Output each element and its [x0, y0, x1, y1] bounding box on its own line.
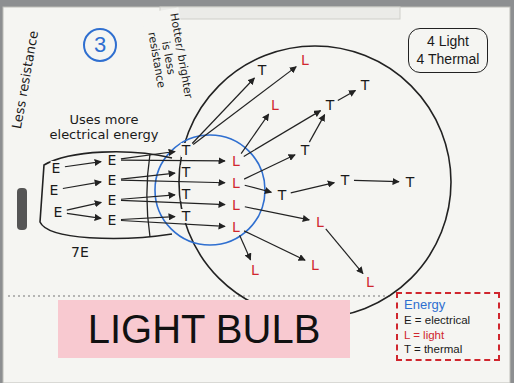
energy-letter: E: [107, 173, 118, 187]
title-banner: LIGHT BULB: [58, 300, 350, 358]
energy-letter: T: [181, 187, 192, 201]
energy-letter: T: [300, 143, 311, 157]
energy-arrow: [121, 151, 175, 158]
energy-letter: L: [315, 215, 325, 229]
energy-arrow: [121, 200, 225, 204]
node-text: 3: [94, 31, 106, 59]
energy-letter: L: [270, 98, 280, 112]
energy-arrow: [67, 202, 101, 210]
energy-arrow: [244, 111, 321, 157]
energy-letter: T: [340, 173, 351, 187]
energy-letter: E: [107, 213, 118, 227]
energy-arrow: [121, 173, 175, 179]
node-text: L = light: [404, 328, 492, 342]
dotted-divider: [8, 295, 392, 296]
node-text: T = thermal: [404, 342, 492, 356]
energy-arrow: [291, 183, 335, 193]
note-text: 7E: [69, 244, 91, 260]
energy-arrow: [121, 217, 175, 220]
energy-letter: T: [181, 165, 192, 179]
note-text: Uses more electrical energy: [46, 113, 162, 143]
energy-arrow: [244, 231, 305, 260]
energy-letter: T: [257, 63, 268, 77]
energy-letter: L: [300, 53, 310, 67]
node-text: 4 Thermal: [415, 51, 481, 69]
energy-letter: L: [250, 263, 260, 277]
energy-letter: T: [360, 78, 371, 92]
energy-arrow: [192, 78, 254, 144]
board-clip: [17, 188, 27, 230]
callout-circle: 3: [83, 28, 117, 62]
energy-arrow: [244, 155, 295, 179]
energy-letter: L: [310, 258, 320, 272]
top-banner: [160, 7, 400, 19]
energy-arrow: [309, 115, 324, 143]
energy-arrow: [121, 221, 225, 227]
energy-arrows: [63, 67, 399, 274]
summary-box: 4 Light4 Thermal: [408, 28, 488, 73]
energy-letter: E: [107, 153, 118, 167]
energy-letter: E: [49, 183, 60, 197]
node-text: E = electrical: [404, 313, 492, 327]
node-text: Energy: [404, 297, 492, 313]
energy-letter: T: [181, 209, 192, 223]
energy-letter: E: [51, 161, 62, 175]
energy-arrow: [121, 159, 225, 161]
energy-letter: L: [231, 198, 241, 212]
energy-letter: T: [277, 188, 288, 202]
energy-letter: L: [231, 176, 241, 190]
board: [3, 7, 510, 383]
energy-arrow: [326, 229, 363, 274]
node-text: LIGHT BULB: [88, 304, 321, 354]
energy-letter: T: [405, 175, 416, 189]
energy-arrow: [193, 67, 296, 145]
energy-arrow: [121, 195, 175, 199]
bulb-base: [40, 152, 172, 239]
energy-arrow: [241, 114, 269, 154]
key-box: EnergyE = electricalL = lightT = thermal: [396, 292, 500, 361]
energy-letter: T: [325, 98, 336, 112]
energy-arrow: [63, 182, 101, 189]
energy-arrow: [338, 90, 356, 100]
base-thread: [147, 154, 150, 237]
energy-arrow: [354, 180, 399, 181]
energy-arrow: [245, 207, 309, 220]
energy-arrow: [67, 213, 101, 218]
energy-arrow: [65, 162, 101, 167]
energy-letter: E: [107, 193, 118, 207]
energy-letter: E: [53, 205, 64, 219]
energy-letter: L: [231, 220, 241, 234]
energy-letter: L: [365, 275, 375, 289]
energy-letter: T: [181, 143, 192, 157]
energy-arrow: [240, 235, 251, 260]
energy-letter: L: [231, 154, 241, 168]
energy-arrow: [245, 185, 272, 192]
bulb-glass: [179, 46, 451, 318]
energy-arrow: [121, 180, 225, 183]
node-text: 4 Light: [415, 33, 481, 51]
